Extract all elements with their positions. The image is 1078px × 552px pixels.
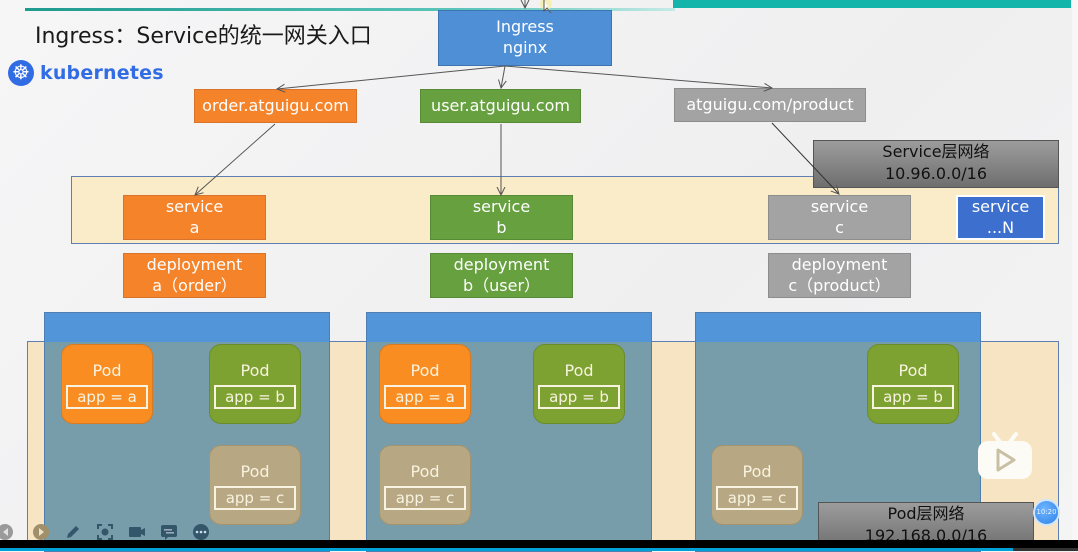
ingress-line1: Ingress	[496, 17, 554, 37]
service-line2: a	[189, 217, 200, 237]
player-bottom-bar	[0, 540, 1078, 551]
deployment-c: deployment c（product）	[768, 253, 911, 298]
pod-a: Pod app = a	[61, 344, 153, 424]
domain-label: order.atguigu.com	[202, 95, 349, 115]
domain-label: atguigu.com/product	[686, 94, 854, 114]
service-network-label: Service层网络 10.96.0.0/16	[813, 140, 1059, 188]
service-line2: ...N	[986, 217, 1015, 237]
pod-a: Pod app = a	[379, 344, 471, 424]
deployment-a: deployment a（order）	[123, 253, 266, 298]
pod-c: Pod app = c	[711, 445, 803, 525]
pod-b: Pod app = b	[867, 344, 959, 424]
deployment-line2: c（product）	[788, 275, 891, 295]
pod-title: Pod	[92, 361, 122, 380]
pod-label: app = a	[66, 385, 148, 409]
pod-title: Pod	[410, 361, 440, 380]
deployment-b: deployment b（user）	[430, 253, 573, 298]
kubernetes-logo-text: kubernetes	[40, 62, 164, 84]
pod-label: app = c	[716, 486, 798, 510]
play-icon[interactable]	[32, 523, 50, 541]
pod-c: Pod app = c	[209, 445, 301, 525]
mouse-cursor-icon	[540, 0, 552, 14]
node-header	[367, 313, 651, 342]
player-toolbar	[0, 520, 210, 544]
prev-icon[interactable]	[0, 523, 18, 541]
domain-order: order.atguigu.com	[194, 89, 357, 123]
pod-b: Pod app = b	[533, 344, 625, 424]
service-n: service ...N	[956, 195, 1045, 240]
pod-title: Pod	[410, 462, 440, 481]
pod-label: app = b	[214, 385, 296, 409]
deployment-line2: b（user）	[462, 275, 541, 295]
kubernetes-logo: kubernetes	[8, 59, 164, 86]
bilibili-play-icon[interactable]	[978, 432, 1032, 480]
slide-title: Ingress：Service的统一网关入口	[35, 24, 372, 49]
service-network-title: Service层网络	[882, 142, 990, 161]
pod-label: app = b	[538, 385, 620, 409]
service-a: service a	[123, 195, 266, 240]
ingress-line2: nginx	[502, 38, 548, 57]
pod-title: Pod	[564, 361, 594, 380]
domain-user: user.atguigu.com	[420, 89, 581, 123]
deployment-line1: deployment	[791, 254, 888, 274]
deployment-line2: a（order）	[152, 275, 237, 295]
pod-b: Pod app = b	[209, 344, 301, 424]
domain-label: user.atguigu.com	[431, 95, 570, 115]
service-line2: b	[496, 217, 507, 237]
pod-label: app = c	[384, 486, 466, 510]
clock-badge[interactable]: 10:20	[1033, 499, 1060, 526]
more-icon[interactable]	[192, 523, 210, 541]
top-teal-bar	[673, 0, 1071, 8]
pod-c: Pod app = c	[379, 445, 471, 525]
pod-title: Pod	[742, 462, 772, 481]
screenshot-icon[interactable]	[96, 523, 114, 541]
pod-label: app = b	[872, 385, 954, 409]
ingress-nginx-box: Ingress nginx	[438, 10, 612, 66]
pod-network-cidr: 192.168.0.0/16	[864, 525, 988, 545]
pod-title: Pod	[240, 462, 270, 481]
progress-fill[interactable]	[0, 548, 1014, 551]
service-line1: service	[165, 196, 224, 216]
service-line1: service	[971, 196, 1030, 216]
pod-label: app = c	[214, 486, 296, 510]
pod-label: app = a	[384, 385, 466, 409]
service-b: service b	[430, 195, 573, 240]
pod-network-title: Pod层网络	[887, 504, 965, 523]
title-underline	[25, 8, 675, 11]
node-header	[45, 313, 329, 342]
service-network-cidr: 10.96.0.0/16	[884, 163, 988, 183]
deployment-line1: deployment	[453, 254, 550, 274]
domain-product: atguigu.com/product	[674, 88, 866, 122]
service-c: service c	[768, 195, 911, 240]
pod-title: Pod	[898, 361, 928, 380]
deployment-line1: deployment	[146, 254, 243, 274]
subtitle-icon[interactable]	[160, 523, 178, 541]
node-header	[696, 313, 980, 342]
camera-icon[interactable]	[128, 523, 146, 541]
kubernetes-helm-icon	[8, 59, 34, 86]
service-line2: c	[835, 217, 844, 237]
service-line1: service	[810, 196, 869, 216]
service-line1: service	[472, 196, 531, 216]
pen-icon[interactable]	[64, 523, 82, 541]
pod-title: Pod	[240, 361, 270, 380]
right-margin	[1072, 0, 1078, 551]
